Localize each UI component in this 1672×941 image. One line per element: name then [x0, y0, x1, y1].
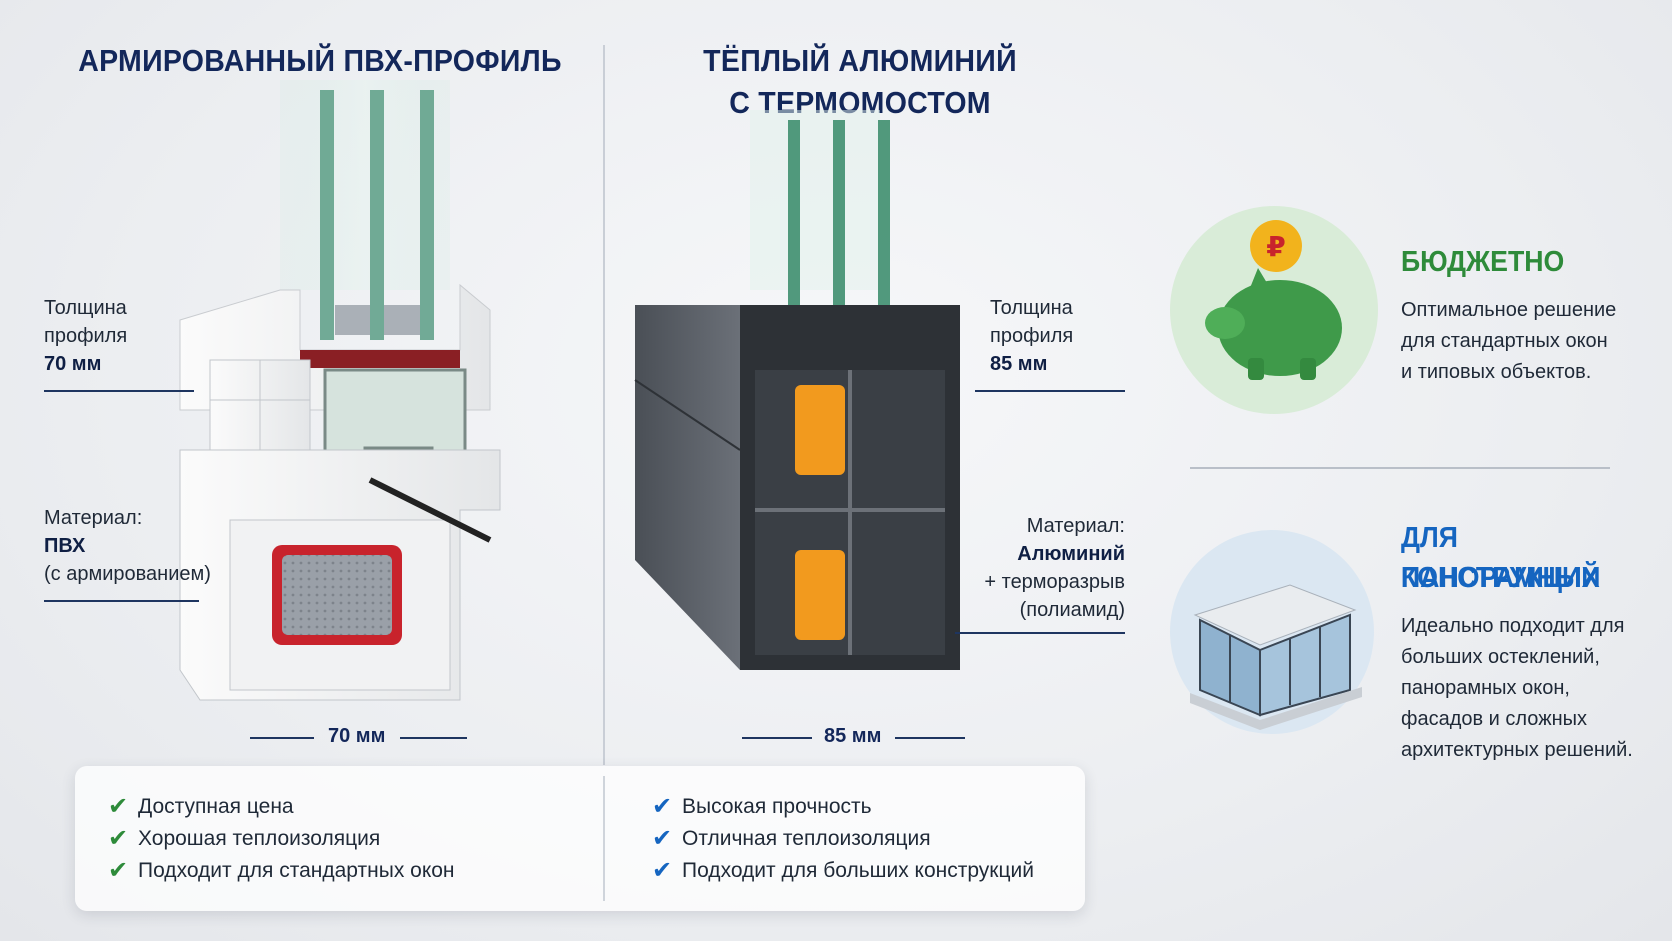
panoramic-line-2: больших остеклений, [1401, 646, 1600, 668]
al-benefit-2-label: Отличная теплоизоляция [682, 827, 931, 850]
check-icon: ✔ [108, 793, 129, 820]
benefits-panel [75, 766, 1085, 911]
check-icon: ✔ [108, 857, 129, 884]
check-icon: ✔ [652, 857, 673, 884]
aluminium-profile-illustration [634, 110, 960, 670]
al-benefit-3-label: Подходит для больших конструкций [682, 859, 1034, 882]
aluminium-material-annotation: Материал: Алюминий + терморазрыв (полиам… [940, 512, 1125, 624]
pvc-dimension-line-left [250, 737, 314, 739]
al-dimension-line-right [895, 737, 965, 739]
check-icon: ✔ [652, 793, 673, 820]
pvc-material-label: Материал: [44, 507, 143, 529]
pvc-benefit-1: ✔ Доступная цена [108, 792, 294, 822]
benefits-panel-divider [603, 776, 605, 901]
pvc-thickness-label-1: Толщина [44, 297, 127, 319]
section-divider [603, 45, 605, 765]
pvc-benefit-2-label: Хорошая теплоизоляция [138, 827, 381, 850]
aluminium-section-title-line1: ТЁПЛЫЙ АЛЮМИНИЙ [703, 43, 1017, 78]
al-material-note-2: (полиамид) [1019, 599, 1125, 621]
al-material-value: Алюминий [1017, 543, 1125, 565]
pvc-benefit-2: ✔ Хорошая теплоизоляция [108, 824, 380, 854]
pvc-material-leader [44, 600, 199, 602]
pvc-dimension-label: 70 мм [328, 725, 386, 747]
svg-text:₽: ₽ [1266, 230, 1285, 263]
pvc-material-annotation: Материал: ПВХ (с армированием) [44, 504, 211, 588]
al-benefit-3: ✔ Подходит для больших конструкций [652, 856, 1034, 886]
pvc-profile-illustration [179, 80, 501, 701]
al-material-note-1: + терморазрыв [984, 571, 1125, 593]
pvc-material-note: (с армированием) [44, 563, 211, 585]
pvc-thickness-label-2: профиля [44, 325, 128, 347]
al-dimension-label: 85 мм [824, 725, 882, 747]
pvc-material-value: ПВХ [44, 535, 86, 557]
al-material-leader [955, 632, 1125, 634]
budget-description: Оптимальное решение для стандартных окон… [1401, 295, 1616, 388]
budget-line-2: для стандартных окон [1401, 330, 1608, 352]
budget-title: БЮДЖЕТНО [1401, 246, 1565, 278]
al-thickness-leader [975, 390, 1125, 392]
piggy-bank-ruble-icon: ₽ [1170, 206, 1378, 414]
pvc-benefit-1-label: Доступная цена [138, 795, 294, 818]
pvc-thickness-annotation: Толщина профиля 70 мм [44, 294, 127, 378]
al-benefit-2: ✔ Отличная теплоизоляция [652, 824, 931, 854]
panoramic-title-line1: ДЛЯ ПАНОРАМНЫХ [1401, 522, 1600, 594]
panoramic-line-3: панорамных окон, [1401, 677, 1570, 699]
check-icon: ✔ [652, 825, 673, 852]
panoramic-line-5: архитектурных решений. [1401, 739, 1633, 761]
glass-building-icon [1170, 530, 1374, 734]
panoramic-description: Идеально подходит для больших остеклений… [1401, 611, 1633, 766]
al-thickness-label-1: Толщина [990, 297, 1073, 319]
panoramic-title-line2: КОНСТРУКЦИЙ [1401, 562, 1601, 594]
pvc-thickness-leader [44, 390, 194, 392]
features-separator [1190, 467, 1610, 469]
panoramic-line-4: фасадов и сложных [1401, 708, 1587, 730]
budget-line-1: Оптимальное решение [1401, 299, 1617, 321]
al-benefit-1: ✔ Высокая прочность [652, 792, 872, 822]
panoramic-line-1: Идеально подходит для [1401, 615, 1625, 637]
pvc-thickness-value: 70 мм [44, 353, 102, 375]
al-thickness-label-2: профиля [990, 325, 1074, 347]
pvc-benefit-3: ✔ Подходит для стандартных окон [108, 856, 455, 886]
al-material-label: Материал: [1026, 515, 1125, 537]
pvc-section-title: АРМИРОВАННЫЙ ПВХ-ПРОФИЛЬ [78, 43, 562, 78]
pvc-benefit-3-label: Подходит для стандартных окон [138, 859, 455, 882]
al-thickness-value: 85 мм [990, 353, 1048, 375]
budget-line-3: и типовых объектов. [1401, 361, 1592, 383]
al-dimension-line-left [742, 737, 812, 739]
aluminium-thickness-annotation: Толщина профиля 85 мм [990, 294, 1122, 378]
check-icon: ✔ [108, 825, 129, 852]
al-benefit-1-label: Высокая прочность [682, 795, 872, 818]
pvc-dimension-line-right [400, 737, 467, 739]
